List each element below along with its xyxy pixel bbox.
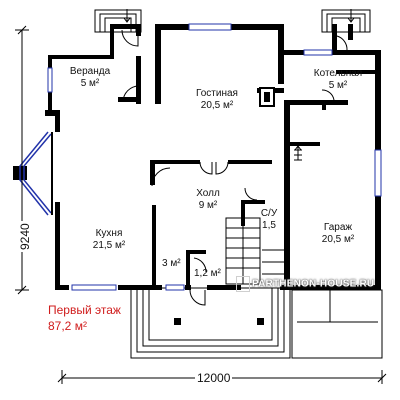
floor-info: Первый этаж 87,2 м² [48,302,121,334]
room-kitchen-name: Кухня [95,228,123,239]
parthenon-logo-icon [236,276,250,292]
garage-driveway [291,289,383,359]
veranda-step-arrow-icon [123,9,131,23]
width-dimension-line [57,370,387,384]
stair-arrow-icon [294,145,302,161]
room-garage-area: 20,5 м² [321,234,355,245]
room-living: Гостиная 20,5 м² [188,88,246,112]
watermark: PARTHENON-HOUSE.RU [236,276,392,298]
room-veranda-name: Веранда [69,66,111,77]
depth-dimension: 9240 [18,221,32,252]
room-veranda: Веранда 5 м² [62,66,118,90]
room-hall-name: Холл [196,188,220,199]
room-hall-area: 9 м² [198,200,218,211]
room-kitchen-area: 21,5 м² [92,240,126,251]
room-garage-name: Гараж [323,222,353,233]
width-dimension: 12000 [195,371,233,385]
watermark-text: PARTHENON-HOUSE.RU [252,278,375,290]
windows [47,23,382,291]
room-storage-area: 3 м² [162,258,181,269]
room-bathroom-name: С/У [260,208,278,219]
room-kitchen: Кухня 21,5 м² [82,228,136,252]
bay-window [19,131,53,216]
room-living-name: Гостиная [196,88,238,99]
entrance-steps [130,287,291,359]
boiler-steps [321,9,371,33]
room-garage: Гараж 20,5 м² [310,222,366,246]
room-boiler-name: Котельная [313,68,363,79]
room-living-area: 20,5 м² [200,100,234,111]
room-veranda-area: 5 м² [80,78,100,89]
depth-dimension-line [15,25,29,295]
room-boiler: Котельная 5 м² [306,68,370,92]
boiler-step-arrow-icon [347,9,355,23]
walls [13,24,381,290]
fireplace [259,87,275,107]
room-vestibule-area: 1,2 м² [194,268,221,279]
porch-columns [174,318,264,325]
floor-title: Первый этаж [48,303,121,317]
doors [121,29,348,306]
room-bathroom: С/У 1,5 [255,208,283,232]
staircase [225,217,284,285]
room-boiler-area: 5 м² [328,80,348,91]
floor-area: 87,2 м² [48,319,87,333]
room-hall: Холл 9 м² [186,188,230,212]
room-bathroom-area: 1,5 [262,220,276,231]
